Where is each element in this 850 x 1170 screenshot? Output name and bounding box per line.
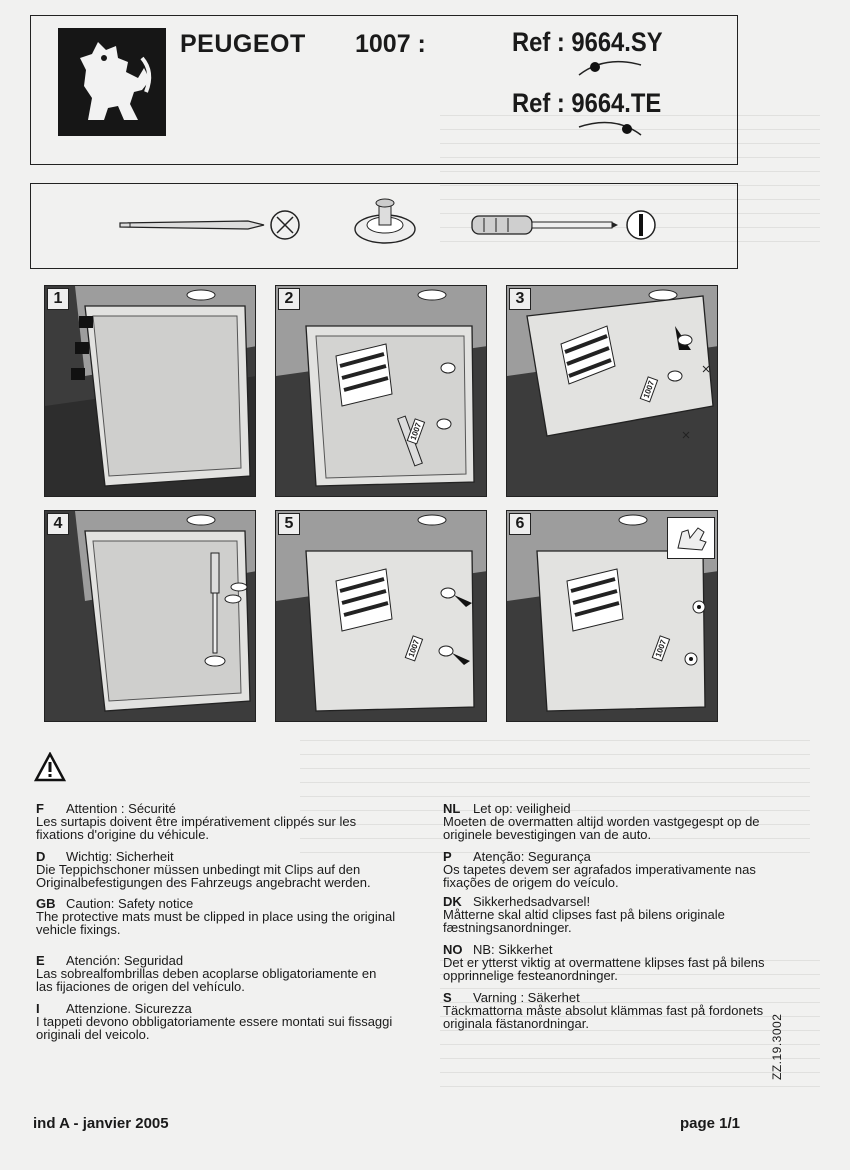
warning-nl: NL Let op: veiligheid Moeten de overmatte…: [443, 802, 788, 841]
step-panel-2: 2 1007: [275, 285, 487, 497]
revision-date: ind A - janvier 2005: [33, 1115, 169, 1132]
reference-te: Ref : 9664.TE: [512, 88, 662, 118]
warning-heading: Let op: veiligheid: [473, 801, 571, 816]
brand-name: PEUGEOT: [180, 30, 306, 58]
step-number: 4: [47, 513, 69, 535]
step-number: 6: [509, 513, 531, 535]
language-code: F: [36, 801, 44, 816]
language-code: I: [36, 1001, 40, 1016]
document-code: ZZ.19.3002: [770, 1013, 784, 1080]
step-panel-5: 5 1007: [275, 510, 487, 722]
step-panel-4: 4: [44, 510, 256, 722]
bleed-through-texture: [300, 740, 810, 860]
step-number: 2: [278, 288, 300, 310]
hand-icon: [667, 517, 715, 559]
warning-de: D Wichtig: Sicherheit Die Teppichschoner …: [36, 850, 401, 889]
warning-fr: F Attention : Sécurité Les surtapis doive…: [36, 802, 396, 841]
warning-heading: Wichtig: Sicherheit: [66, 849, 174, 864]
tools-box: [30, 183, 738, 269]
warning-no: NO NB: Sikkerhet Det er ytterst viktig at…: [443, 943, 803, 982]
flat-head-icon: [626, 210, 656, 240]
reference-sy: Ref : 9664.SY: [512, 27, 663, 57]
warning-heading: Attenzione. Sicurezza: [66, 1001, 192, 1016]
warning-dk: DK Sikkerhedsadvarsel! Måtterne skal alti…: [443, 895, 788, 934]
mat-position-icon-sy: [578, 60, 642, 76]
language-code: NL: [443, 801, 461, 816]
bleed-through-texture: [440, 960, 820, 1100]
peugeot-lion-logo: [58, 28, 166, 136]
warning-heading: Caution: Safety notice: [66, 896, 194, 911]
warning-text: Os tapetes devem ser agrafados imperativ…: [443, 862, 756, 890]
warning-text: Det er ytterst viktig at overmattene kli…: [443, 955, 765, 983]
language-code: E: [36, 953, 45, 968]
pencil-icon: [119, 220, 265, 230]
step-number: 1: [47, 288, 69, 310]
warning-text: Täckmattorna måste absolut klämmas fast …: [443, 1003, 764, 1031]
warning-heading: Attention : Sécurité: [66, 801, 176, 816]
warning-heading: NB: Sikkerhet: [473, 942, 553, 957]
warning-text: Die Teppichschoner müssen unbedingt mit …: [36, 862, 371, 890]
forbidden-x-icon: [270, 210, 300, 240]
warning-heading: Atención: Seguridad: [66, 953, 184, 968]
mat-position-icon-te: [578, 121, 642, 136]
step-number: 3: [509, 288, 531, 310]
warning-heading: Varning : Säkerhet: [473, 990, 580, 1005]
warning-heading: Atenção: Segurança: [473, 849, 591, 864]
warning-it: I Attenzione. Sicurezza I tappeti devono …: [36, 1002, 421, 1041]
warning-text: Moeten de overmatten altijd worden vastg…: [443, 814, 760, 842]
warning-text: The protective mats must be clipped in p…: [36, 909, 396, 937]
step-panel-1: 1: [44, 285, 256, 497]
warning-triangle-icon: [34, 752, 66, 782]
warning-pt: P Atenção: Segurança Os tapetes devem ser…: [443, 850, 788, 889]
warning-text: Las sobrealfombrillas deben acoplarse ob…: [36, 966, 377, 994]
step-panel-3: 3 1007: [506, 285, 718, 497]
language-code: GB: [36, 896, 56, 911]
warning-text: I tappeti devono obbligatoriamente esser…: [36, 1014, 393, 1042]
language-code: NO: [443, 942, 463, 957]
model-name: 1007 :: [355, 30, 426, 58]
language-code: S: [443, 990, 452, 1005]
language-code: P: [443, 849, 452, 864]
step-panel-6: 6 1007: [506, 510, 718, 722]
warning-gb: GB Caution: Safety notice The protective …: [36, 897, 396, 936]
screwdriver-icon: [471, 215, 618, 235]
step-number: 5: [278, 513, 300, 535]
warning-heading: Sikkerhedsadvarsel!: [473, 894, 591, 909]
header-box: [30, 15, 738, 165]
warning-text: Les surtapis doivent être impérativement…: [36, 814, 357, 842]
warning-text: Måtterne skal altid clipses fast på bile…: [443, 907, 725, 935]
language-code: D: [36, 849, 46, 864]
warning-se: S Varning : Säkerhet Täckmattorna måste a…: [443, 991, 788, 1030]
language-code: DK: [443, 894, 462, 909]
warning-es: E Atención: Seguridad Las sobrealfombrill…: [36, 954, 396, 993]
clip-icon: [354, 198, 416, 244]
page-number: page 1/1: [680, 1115, 741, 1132]
